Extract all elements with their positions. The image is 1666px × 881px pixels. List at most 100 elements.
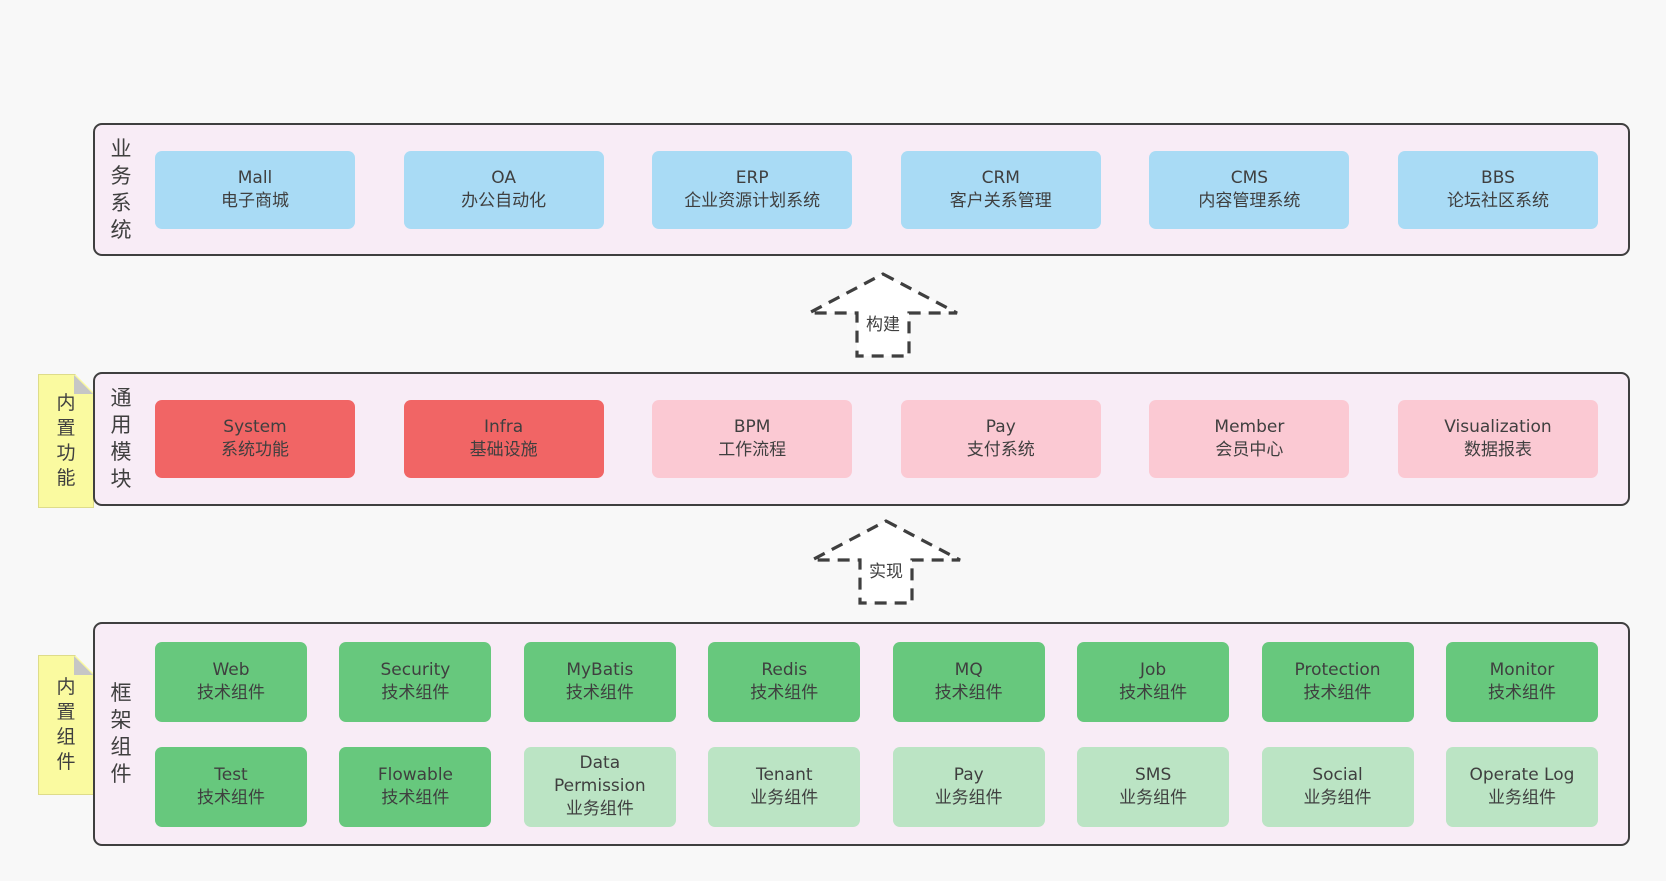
box-job-subtitle: 技术组件	[1119, 682, 1188, 703]
box-bpm-title: BPM	[733, 417, 771, 437]
box-tenant-subtitle: 业务组件	[750, 787, 819, 808]
box-social-subtitle: 业务组件	[1303, 787, 1372, 808]
section-framework-components: 框架组件 Web 技术组件 Security 技术组件 MyBatis 技术组件…	[93, 622, 1630, 846]
box-mq-subtitle: 技术组件	[934, 682, 1003, 703]
box-redis-subtitle: 技术组件	[750, 682, 819, 703]
box-cms: CMS 内容管理系统	[1149, 150, 1350, 229]
section-framework-components-label-wrap: 框架组件	[95, 624, 147, 844]
box-cms-subtitle: 内容管理系统	[1198, 190, 1301, 211]
box-flowable-title: Flowable	[377, 764, 454, 785]
box-member: Member 会员中心	[1149, 400, 1350, 478]
arrow-up-icon	[808, 272, 958, 358]
box-bbs-subtitle: 论坛社区系统	[1446, 190, 1549, 211]
arrow-implement-label: 实现	[869, 562, 903, 582]
box-crm: CRM 客户关系管理	[900, 150, 1101, 229]
box-test: Test 技术组件	[155, 746, 307, 827]
box-security: Security 技术组件	[339, 641, 492, 722]
box-operate-log-subtitle: 业务组件	[1487, 787, 1556, 808]
common-modules-row: System 系统功能 Infra 基础设施 BPM 工作流程 Pay 支付系统…	[155, 400, 1598, 478]
box-protection-title: Protection	[1294, 659, 1381, 680]
box-erp-title: ERP	[735, 167, 769, 188]
arrow-implement: 实现	[809, 518, 963, 606]
box-security-title: Security	[380, 659, 451, 680]
box-pay-business-title: Pay	[953, 764, 984, 785]
box-protection-subtitle: 技术组件	[1303, 682, 1372, 703]
business-systems-row: Mall 电子商城 OA 办公自动化 ERP 企业资源计划系统 CRM 客户关系…	[155, 150, 1598, 229]
box-web: Web 技术组件	[155, 641, 307, 722]
box-mall-subtitle: 电子商城	[221, 190, 289, 211]
box-sms-title: SMS	[1134, 764, 1172, 785]
box-mq-title: MQ	[954, 659, 983, 680]
section-business-systems-label-wrap: 业务系统	[95, 125, 147, 254]
box-mybatis-subtitle: 技术组件	[565, 682, 634, 703]
note-built-in-components: 内置组件	[38, 655, 94, 795]
box-monitor-subtitle: 技术组件	[1487, 682, 1556, 703]
box-infra-title: Infra	[484, 417, 524, 437]
box-system-subtitle: 系统功能	[221, 440, 289, 460]
arrow-build: 构建	[806, 271, 960, 359]
box-oa-subtitle: 办公自动化	[461, 190, 547, 211]
box-tenant: Tenant 业务组件	[708, 746, 861, 827]
box-mybatis-title: MyBatis	[566, 659, 634, 680]
box-mall-title: Mall	[237, 167, 273, 188]
box-test-subtitle: 技术组件	[197, 787, 265, 808]
box-system-title: System	[223, 417, 287, 437]
box-sms-subtitle: 业务组件	[1119, 787, 1188, 808]
note-built-in-components-label: 内置组件	[56, 676, 76, 773]
box-web-title: Web	[212, 659, 250, 680]
box-job-title: Job	[1140, 659, 1167, 680]
box-member-subtitle: 会员中心	[1215, 440, 1284, 460]
box-mq: MQ 技术组件	[892, 641, 1045, 722]
box-data-permission-subtitle: 业务组件	[565, 799, 634, 819]
box-operate-log-title: Operate Log	[1469, 764, 1575, 785]
section-business-systems-label: 业务系统	[110, 136, 132, 242]
box-security-subtitle: 技术组件	[381, 682, 450, 703]
box-pay-subtitle: 支付系统	[966, 440, 1035, 460]
box-tenant-title: Tenant	[755, 764, 813, 785]
box-visualization-subtitle: 数据报表	[1463, 440, 1532, 460]
box-erp-subtitle: 企业资源计划系统	[684, 190, 821, 211]
box-bbs-title: BBS	[1481, 167, 1515, 188]
box-visualization-title: Visualization	[1444, 417, 1552, 437]
box-crm-subtitle: 客户关系管理	[949, 190, 1052, 211]
box-redis-title: Redis	[761, 659, 808, 680]
box-social: Social 业务组件	[1261, 746, 1414, 827]
box-operate-log: Operate Log 业务组件	[1445, 746, 1598, 827]
box-pay-business: Pay 业务组件	[892, 746, 1045, 827]
box-social-title: Social	[1312, 764, 1363, 785]
section-framework-components-label: 框架组件	[110, 681, 132, 786]
box-web-subtitle: 技术组件	[197, 682, 265, 703]
box-data-permission-title: Data Permission	[553, 753, 646, 796]
box-infra: Infra 基础设施	[403, 400, 604, 478]
box-flowable: Flowable 技术组件	[339, 746, 492, 827]
section-framework-components-content: Web 技术组件 Security 技术组件 MyBatis 技术组件 Redi…	[147, 624, 1628, 844]
box-infra-subtitle: 基础设施	[469, 440, 538, 460]
box-cms-title: CMS	[1230, 167, 1269, 188]
box-data-permission: Data Permission 业务组件	[523, 746, 676, 827]
note-built-in-features: 内置功能	[38, 374, 94, 508]
box-bbs: BBS 论坛社区系统	[1397, 150, 1598, 229]
arrow-build-label: 构建	[866, 315, 900, 335]
framework-row-1: Web 技术组件 Security 技术组件 MyBatis 技术组件 Redi…	[155, 641, 1598, 722]
section-business-systems-content: Mall 电子商城 OA 办公自动化 ERP 企业资源计划系统 CRM 客户关系…	[147, 125, 1628, 254]
arrow-up-icon	[811, 519, 961, 605]
box-monitor: Monitor 技术组件	[1445, 641, 1598, 722]
framework-row-2: Test 技术组件 Flowable 技术组件 Data Permission …	[155, 746, 1598, 827]
box-mall: Mall 电子商城	[155, 150, 355, 229]
box-visualization: Visualization 数据报表	[1397, 400, 1598, 478]
box-mybatis: MyBatis 技术组件	[523, 641, 676, 722]
box-flowable-subtitle: 技术组件	[381, 787, 450, 808]
section-common-modules: 通用模块 System 系统功能 Infra 基础设施 BPM 工作流程 Pay	[93, 372, 1630, 506]
box-pay-title: Pay	[985, 417, 1016, 437]
box-erp: ERP 企业资源计划系统	[652, 150, 853, 229]
box-oa-title: OA	[491, 167, 516, 188]
box-protection: Protection 技术组件	[1261, 641, 1414, 722]
section-business-systems: 业务系统 Mall 电子商城 OA 办公自动化 ERP 企业资源计划系统 CRM	[93, 123, 1630, 256]
box-pay-business-subtitle: 业务组件	[934, 787, 1003, 808]
section-common-modules-label-wrap: 通用模块	[95, 374, 147, 504]
box-monitor-title: Monitor	[1489, 659, 1555, 680]
box-sms: SMS 业务组件	[1077, 746, 1230, 827]
box-bpm: BPM 工作流程	[652, 400, 853, 478]
box-system: System 系统功能	[155, 400, 355, 478]
